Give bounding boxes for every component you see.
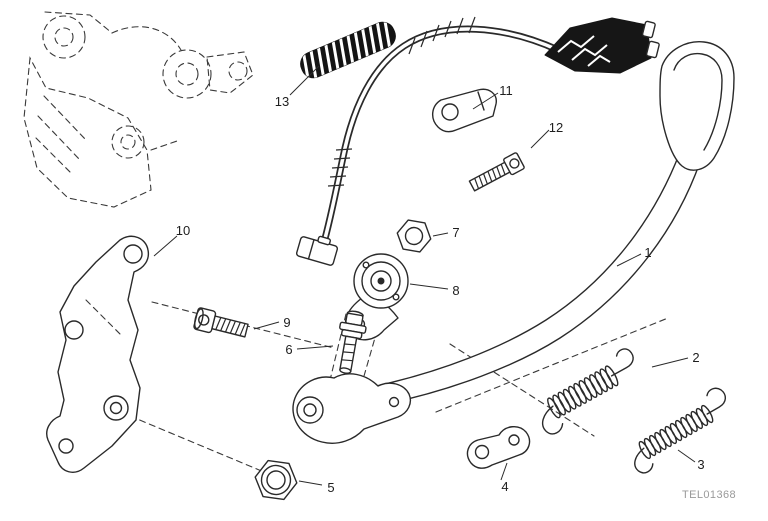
callout-2: 2 xyxy=(692,350,699,365)
drawing-code: TEL01368 xyxy=(682,489,736,501)
callouts: 1 2 3 4 5 6 7 8 9 10 11 12 13 xyxy=(176,83,705,495)
hex-nut-large xyxy=(254,459,298,501)
leader-lines xyxy=(153,65,696,486)
cable-connector xyxy=(544,17,660,74)
callout-9: 9 xyxy=(283,315,290,330)
side-stand-pivot-clevis xyxy=(292,373,412,444)
cable-clamp-bracket xyxy=(432,88,497,133)
side-stand-mount-bracket xyxy=(46,235,150,473)
hex-nut-small xyxy=(396,219,432,253)
outer-spring xyxy=(541,348,634,435)
inner-spring xyxy=(634,387,727,474)
rubber-sleeve xyxy=(300,18,396,82)
callout-12: 12 xyxy=(549,120,563,135)
clamp-screw xyxy=(468,152,525,192)
engine-reference-outline xyxy=(23,11,254,208)
callout-8: 8 xyxy=(452,283,459,298)
callout-6: 6 xyxy=(285,342,292,357)
cable-wrap-ticks xyxy=(327,16,476,187)
pivot-pin xyxy=(339,310,367,374)
side-stand-leg xyxy=(292,41,735,444)
stop-plate xyxy=(466,426,531,469)
callout-4: 4 xyxy=(501,479,508,494)
callout-10: 10 xyxy=(176,223,190,238)
socket-head-bolt xyxy=(193,307,249,338)
callout-7: 7 xyxy=(452,225,459,240)
callout-1: 1 xyxy=(644,245,651,260)
callout-13: 13 xyxy=(275,94,289,109)
sensor-connector-block xyxy=(295,235,339,266)
callout-5: 5 xyxy=(327,480,334,495)
sensor-cable xyxy=(319,16,562,250)
callout-11: 11 xyxy=(499,83,513,98)
side-stand-foot-pad xyxy=(659,41,735,171)
callout-3: 3 xyxy=(697,457,704,472)
